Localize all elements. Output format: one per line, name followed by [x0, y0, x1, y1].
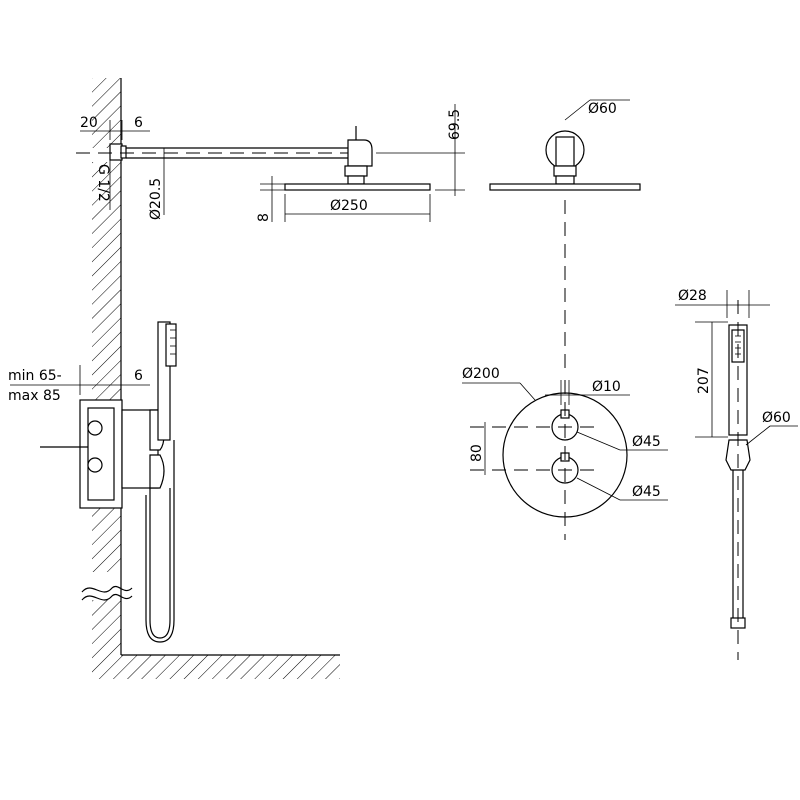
plate-offset-label: 6: [134, 115, 143, 131]
mixer-plate-front: Ø200 Ø10 80 Ø45 Ø45: [462, 366, 668, 540]
plate-diameter-label: Ø200: [462, 366, 500, 382]
arm-diameter-label: Ø20.5: [148, 178, 164, 220]
shower-head-front: Ø60: [489, 99, 641, 370]
knob-spacing-label: 80: [469, 444, 485, 462]
knob-lower-diameter-label: Ø45: [632, 484, 661, 500]
thread-label: G 1/2: [95, 164, 111, 202]
flange-diameter-top-label: Ø60: [588, 101, 617, 117]
wall-thickness-label: 20: [80, 115, 98, 131]
hand-shower-length-label: 207: [696, 367, 712, 394]
hand-shower-diameter-label: Ø28: [678, 288, 707, 304]
shower-arm-side: [76, 126, 431, 191]
wall-section: [81, 78, 340, 679]
recess-min-label: min 65-: [8, 368, 62, 384]
hand-shower-front: Ø28 207 Ø60: [675, 288, 798, 660]
arm-height-label: 69.5: [447, 109, 463, 140]
knob-upper-diameter-label: Ø45: [632, 434, 661, 450]
pin-diameter-label: Ø10: [592, 379, 621, 395]
holder-diameter-label: Ø60: [762, 410, 791, 426]
recess-max-label: max 85: [8, 388, 61, 404]
recess-offset-label: 6: [134, 368, 143, 384]
head-thickness-label: 8: [256, 213, 272, 222]
head-diameter-label: Ø250: [330, 198, 368, 214]
mixer-side-view: min 65- max 85 6: [8, 321, 177, 643]
arm-dimensions: 20 6 G 1/2 Ø20.5 8 Ø250 69.5: [80, 104, 465, 222]
